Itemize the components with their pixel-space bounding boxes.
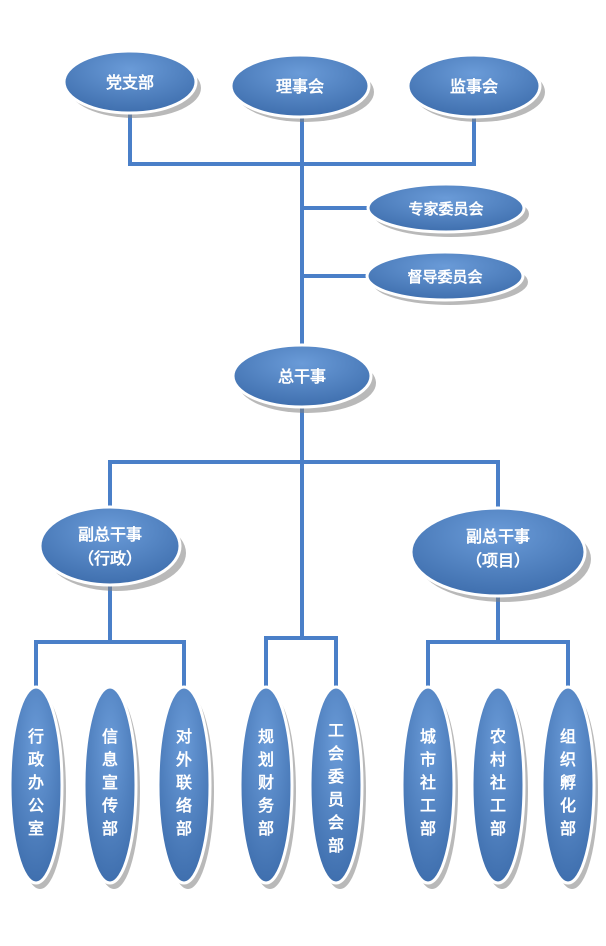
dept-rural-social-work: 农村社工部 bbox=[470, 685, 528, 889]
connector-center-branch bbox=[264, 636, 338, 688]
node-supervision-committee: 督导委员会 bbox=[365, 250, 528, 305]
dept-external-liaison: 对外联络部 bbox=[156, 685, 214, 889]
deputy-project-line1: 副总干事 bbox=[466, 527, 530, 546]
dept-ellipse bbox=[156, 685, 212, 885]
node-director-general: 总干事 bbox=[231, 343, 376, 413]
node-party-branch: 党支部 bbox=[62, 49, 201, 118]
dept-ellipse bbox=[82, 685, 138, 885]
supervisors-label: 监事会 bbox=[450, 77, 498, 96]
dept-planning-finance: 规划财务部 bbox=[238, 685, 296, 889]
node-deputy-project: 副总干事 （项目） bbox=[409, 506, 591, 602]
dept-label: 农村社工部 bbox=[489, 727, 506, 838]
dept-ellipse bbox=[308, 685, 364, 885]
dept-label: 组织孵化部 bbox=[560, 727, 576, 838]
node-expert-committee: 专家委员会 bbox=[366, 182, 529, 237]
deputy-project-line2: （项目） bbox=[466, 551, 530, 570]
supervision-committee-label: 督导委员会 bbox=[407, 268, 482, 286]
connector-deputy-bar bbox=[108, 460, 500, 510]
connector-lines bbox=[34, 114, 570, 688]
director-general-label: 总干事 bbox=[278, 367, 326, 386]
dept-info-publicity: 信息宣传部 bbox=[82, 685, 140, 889]
node-deputy-admin: 副总干事 （行政） bbox=[38, 505, 186, 591]
connector-admin-branch bbox=[34, 640, 186, 688]
dept-label: 对外联络部 bbox=[175, 727, 192, 838]
dept-admin-office: 行政办公室 bbox=[8, 685, 66, 889]
connector-project-branch bbox=[426, 640, 570, 688]
department-row: 行政办公室 信息宣传部 对外联络部 规划财务部 工会委员会部 城市社工部 农村社工部 组织孵化… bbox=[8, 685, 598, 889]
board-label: 理事会 bbox=[276, 77, 324, 96]
dept-org-incubation: 组织孵化部 bbox=[540, 685, 598, 889]
node-supervisors: 监事会 bbox=[406, 53, 545, 122]
dept-ellipse bbox=[238, 685, 294, 885]
deputy-admin-line1: 副总干事 bbox=[78, 525, 142, 544]
dept-ellipse bbox=[8, 685, 64, 885]
node-board: 理事会 bbox=[229, 53, 374, 122]
dept-label: 工会委员会部 bbox=[327, 721, 345, 855]
dept-label: 行政办公室 bbox=[27, 727, 45, 838]
deputy-admin-line2: （行政） bbox=[78, 549, 142, 568]
dept-ellipse bbox=[470, 685, 526, 885]
dept-union-committee: 工会委员会部 bbox=[308, 685, 366, 889]
expert-committee-label: 专家委员会 bbox=[408, 200, 483, 218]
dept-ellipse bbox=[400, 685, 456, 885]
dept-label: 城市社工部 bbox=[419, 727, 436, 838]
dept-urban-social-work: 城市社工部 bbox=[400, 685, 458, 889]
dept-label: 信息宣传部 bbox=[101, 727, 118, 838]
dept-label: 规划财务部 bbox=[257, 727, 275, 838]
party-branch-label: 党支部 bbox=[106, 73, 154, 92]
dept-ellipse bbox=[540, 685, 596, 885]
